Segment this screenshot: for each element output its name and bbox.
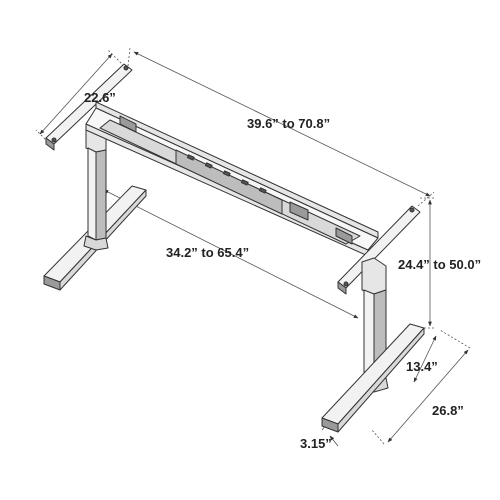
dim-line-foot-length: [387, 349, 469, 443]
left-leg-lower: [83, 235, 109, 251]
inner-width-label: 34.2” to 65.4”: [166, 245, 250, 260]
foot-length-label: 26.8”: [432, 403, 464, 418]
right-leg-upper: [361, 257, 387, 295]
dimension-lines: [35, 47, 471, 447]
crossbar-back: [95, 101, 379, 239]
foot-height-label: 3.15”: [300, 436, 332, 451]
foot-width-label: 13.4”: [406, 359, 438, 374]
dim-line-overall-width: [133, 51, 431, 197]
dim-line-top-bracket: [39, 53, 113, 135]
dim-line-inner-width: [103, 189, 359, 319]
height-range-label: 24.4” to 50.0”: [398, 257, 482, 272]
overall-width-label: 39.6” to 70.8”: [247, 116, 331, 131]
top-bracket-width-label: 22.6”: [84, 90, 116, 105]
